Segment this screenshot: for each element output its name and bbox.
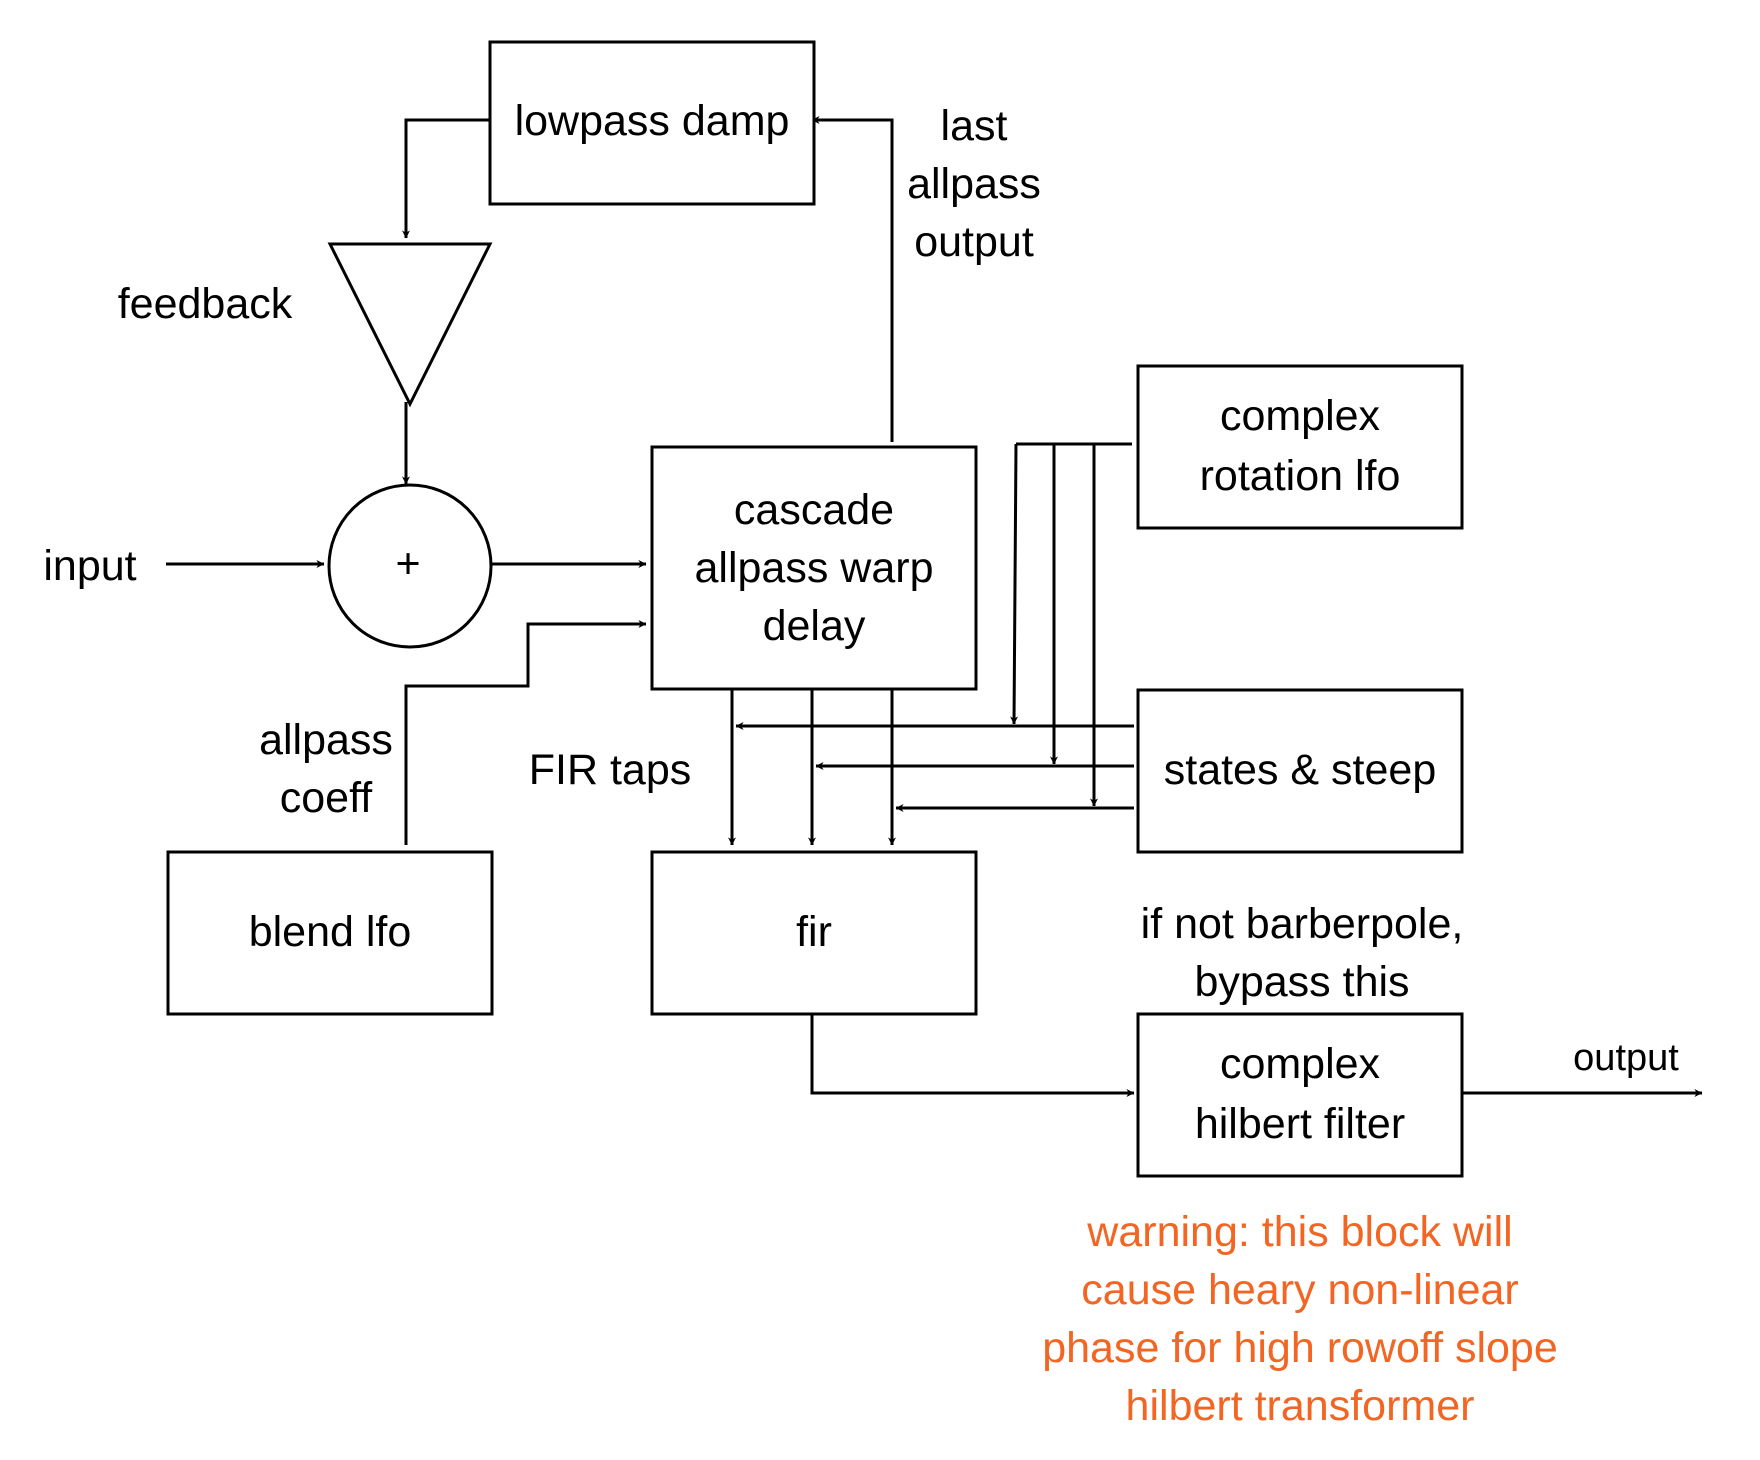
cascade-label-line-2: allpass warp (695, 544, 934, 592)
fir-block: fir (650, 850, 978, 1016)
bypass-note-line-2: bypass this (1194, 958, 1409, 1006)
fir-label: fir (796, 908, 832, 956)
lowpass-damp-block: lowpass damp (488, 40, 816, 206)
wire-lowpass-to-feedback (402, 118, 490, 239)
output-label: output (1573, 1037, 1679, 1079)
complex-lfo-label-line-1: complex (1220, 392, 1381, 440)
summer-plus-sign: + (395, 540, 420, 588)
wire-cascade-to-lowpass (811, 116, 894, 442)
warning-line-1: warning: this block will (1086, 1208, 1512, 1256)
warning-line-3: phase for high rowoff slope (1042, 1324, 1558, 1372)
fir-taps-label: FIR taps (529, 746, 692, 794)
complex-lfo-label-line-2: rotation lfo (1200, 452, 1401, 500)
bypass-note-line-1: if not barberpole, (1141, 900, 1464, 948)
blend-lfo-label: blend lfo (249, 908, 412, 956)
cascade-label-line-3: delay (763, 602, 866, 650)
complex-rotation-lfo-block: complex rotation lfo (1136, 364, 1464, 530)
hilbert-label-line-1: complex (1220, 1040, 1381, 1088)
warning-line-2: cause heary non-linear (1081, 1266, 1518, 1314)
feedback-label: feedback (118, 280, 293, 328)
feedback-gain-triangle (327, 242, 493, 408)
complex-hilbert-filter-block: complex hilbert filter (1136, 1012, 1464, 1178)
cascade-allpass-block: cascade allpass warp delay (650, 445, 978, 691)
wire-fir-to-hilbert (810, 1013, 1135, 1097)
wire-blend-lfo-to-cascade (404, 620, 647, 845)
last-allpass-output-line-2: allpass (907, 160, 1041, 208)
last-allpass-output-line-3: output (914, 218, 1034, 266)
states-steep-block: states & steep (1136, 688, 1464, 854)
states-steep-label: states & steep (1164, 746, 1437, 794)
warning-line-4: hilbert transformer (1126, 1382, 1475, 1430)
warning-note: warning: this block will cause heary non… (1042, 1208, 1558, 1430)
hilbert-label-line-2: hilbert filter (1195, 1100, 1405, 1148)
allpass-coeff-line-1: allpass (259, 716, 393, 764)
allpass-coeff-line-2: coeff (280, 774, 373, 822)
wire-lfo-to-states-2 (1010, 443, 1019, 725)
cascade-label-line-1: cascade (734, 486, 894, 534)
input-label: input (43, 542, 136, 590)
last-allpass-output-line-1: last (941, 102, 1008, 150)
lowpass-damp-label: lowpass damp (515, 97, 790, 145)
summing-junction: + (327, 483, 493, 649)
blend-lfo-block: blend lfo (166, 850, 494, 1016)
